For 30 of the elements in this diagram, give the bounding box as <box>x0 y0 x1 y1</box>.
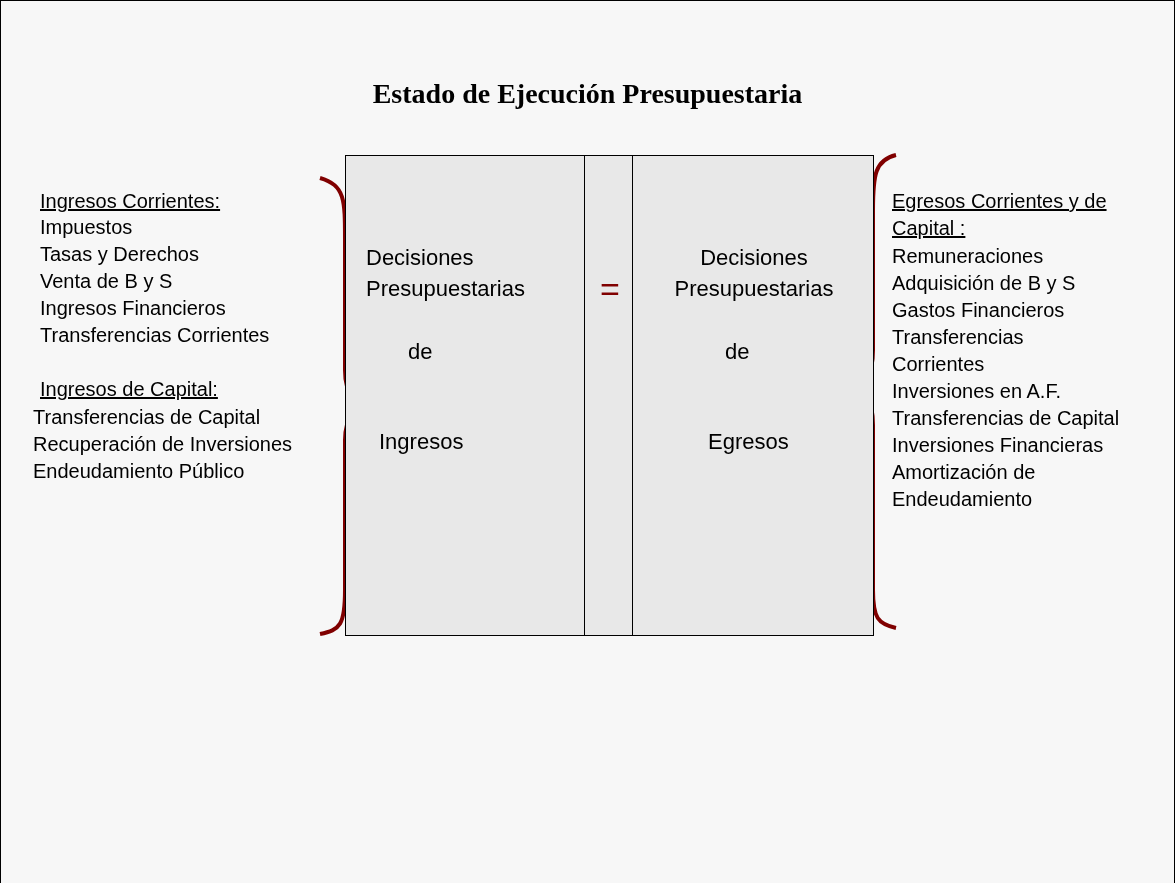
list-item: Inversiones Financieras <box>892 433 1104 458</box>
list-heading: Egresos Corrientes y de Capital : <box>892 189 1108 241</box>
box-text: Decisiones Presupuestarias <box>673 244 835 303</box>
list-item: Impuestos <box>40 215 133 240</box>
budget-box <box>632 155 874 636</box>
list-item: Adquisición de B y S <box>892 271 1076 296</box>
list-item: Transferencias Corrientes <box>892 325 1025 377</box>
list-item: Transferencias Corrientes <box>40 323 270 348</box>
equals-box <box>584 155 634 636</box>
box-text: de <box>725 338 750 366</box>
diagram-title: Estado de Ejecución Presupuestaria <box>371 78 804 110</box>
list-item: Remuneraciones <box>892 244 1044 269</box>
box-text: Decisiones Presupuestarias <box>366 244 526 303</box>
budget-box <box>345 155 586 636</box>
list-item: Endeudamiento Público <box>33 459 245 484</box>
list-item: Recuperación de Inversiones <box>33 432 293 457</box>
list-item: Tasas y Derechos <box>40 242 199 267</box>
list-heading: Ingresos Corrientes: <box>40 189 221 214</box>
list-heading: Ingresos de Capital: <box>40 377 218 402</box>
list-item: Venta de B y S <box>40 269 173 294</box>
list-item: Gastos Financieros <box>892 298 1065 323</box>
list-item: Amortización de Endeudamiento <box>892 460 1037 512</box>
list-item: Transferencias de Capital <box>892 406 1120 431</box>
list-item: Transferencias de Capital <box>33 405 261 430</box>
box-text: Egresos <box>708 428 789 456</box>
box-text: Ingresos <box>379 428 464 456</box>
box-text: de <box>408 338 433 366</box>
equals-sign: = <box>599 274 621 305</box>
list-item: Inversiones en A.F. <box>892 379 1061 404</box>
list-item: Ingresos Financieros <box>40 296 226 321</box>
